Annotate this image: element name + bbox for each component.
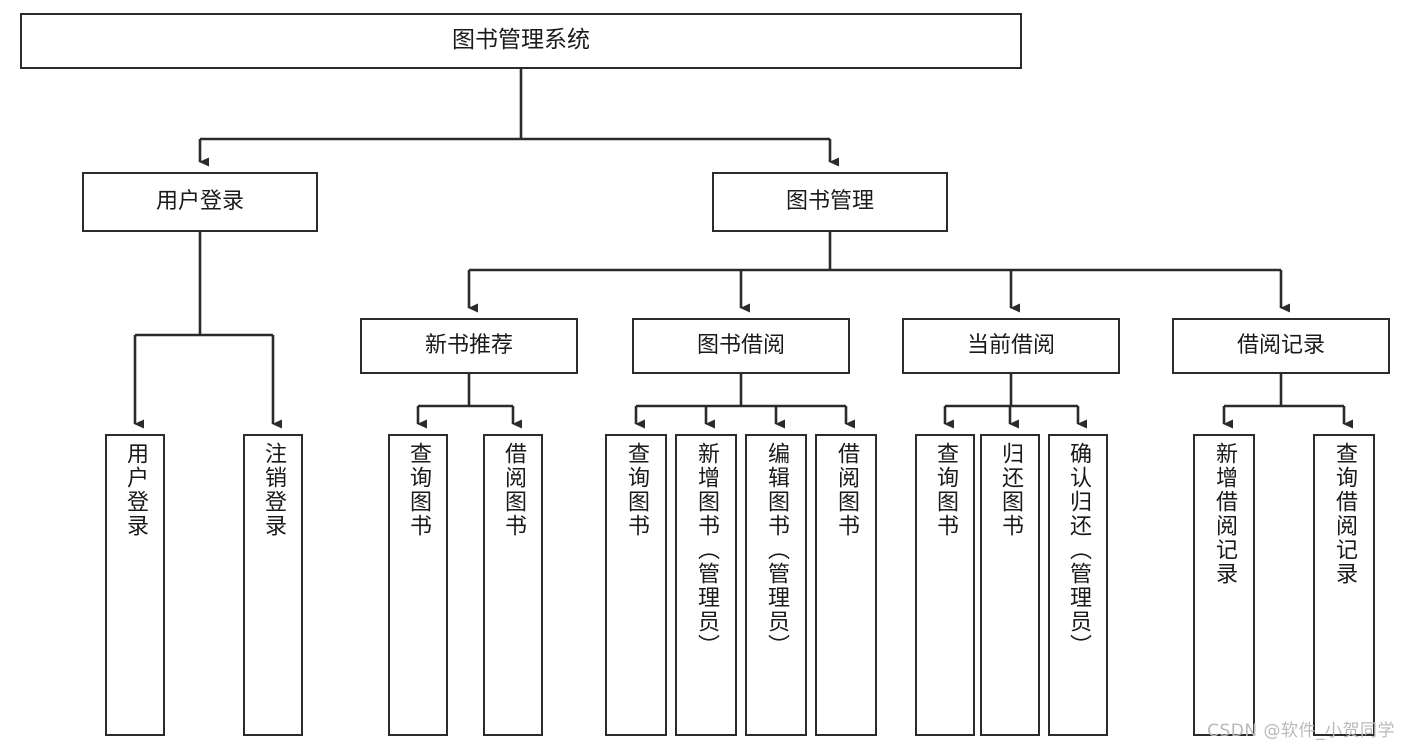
node-leaf-return-book[interactable]: 归还图书 xyxy=(980,434,1040,736)
node-leaf-query-book-2[interactable]: 查询图书 xyxy=(605,434,667,736)
node-leaf-query-record-label: 查询借阅记录 xyxy=(1332,442,1357,586)
node-book-borrow[interactable]: 图书借阅 xyxy=(632,318,850,374)
node-current-borrow[interactable]: 当前借阅 xyxy=(902,318,1120,374)
node-leaf-query-book-3-label: 查询图书 xyxy=(933,442,958,538)
node-leaf-borrow-book-1-label: 借阅图书 xyxy=(501,442,526,538)
node-current-borrow-label: 当前借阅 xyxy=(966,333,1055,359)
node-user-login-label: 用户登录 xyxy=(155,189,244,215)
node-leaf-query-book-2-label: 查询图书 xyxy=(624,442,649,538)
node-leaf-confirm-return-label: 确认归还（管理员） xyxy=(1066,442,1091,658)
node-root[interactable]: 图书管理系统 xyxy=(20,13,1022,69)
node-leaf-user-login-label: 用户登录 xyxy=(123,442,148,538)
node-root-label: 图书管理系统 xyxy=(452,27,590,54)
node-leaf-logout-label: 注销登录 xyxy=(261,442,286,538)
node-leaf-add-record-label: 新增借阅记录 xyxy=(1212,442,1237,586)
node-leaf-query-record[interactable]: 查询借阅记录 xyxy=(1313,434,1375,736)
node-leaf-edit-book[interactable]: 编辑图书（管理员） xyxy=(745,434,807,736)
node-leaf-add-record[interactable]: 新增借阅记录 xyxy=(1193,434,1255,736)
node-leaf-borrow-book-2-label: 借阅图书 xyxy=(834,442,859,538)
node-leaf-user-login[interactable]: 用户登录 xyxy=(105,434,165,736)
node-leaf-add-book-label: 新增图书（管理员） xyxy=(694,442,719,658)
node-book-borrow-label: 图书借阅 xyxy=(696,333,785,359)
node-leaf-confirm-return[interactable]: 确认归还（管理员） xyxy=(1048,434,1108,736)
node-new-book-recommend-label: 新书推荐 xyxy=(424,333,513,359)
node-leaf-borrow-book-2[interactable]: 借阅图书 xyxy=(815,434,877,736)
node-leaf-add-book[interactable]: 新增图书（管理员） xyxy=(675,434,737,736)
node-user-login[interactable]: 用户登录 xyxy=(82,172,318,232)
node-leaf-query-book-1[interactable]: 查询图书 xyxy=(388,434,448,736)
node-book-management[interactable]: 图书管理 xyxy=(712,172,948,232)
node-new-book-recommend[interactable]: 新书推荐 xyxy=(360,318,578,374)
node-leaf-query-book-1-label: 查询图书 xyxy=(406,442,431,538)
watermark: CSDN @软件_小贺同学 xyxy=(1207,721,1395,741)
node-leaf-logout[interactable]: 注销登录 xyxy=(243,434,303,736)
node-leaf-query-book-3[interactable]: 查询图书 xyxy=(915,434,975,736)
node-leaf-return-book-label: 归还图书 xyxy=(998,442,1023,538)
node-book-management-label: 图书管理 xyxy=(785,189,874,215)
node-leaf-borrow-book-1[interactable]: 借阅图书 xyxy=(483,434,543,736)
node-borrow-record-label: 借阅记录 xyxy=(1236,333,1325,359)
node-leaf-edit-book-label: 编辑图书（管理员） xyxy=(764,442,789,658)
node-borrow-record[interactable]: 借阅记录 xyxy=(1172,318,1390,374)
